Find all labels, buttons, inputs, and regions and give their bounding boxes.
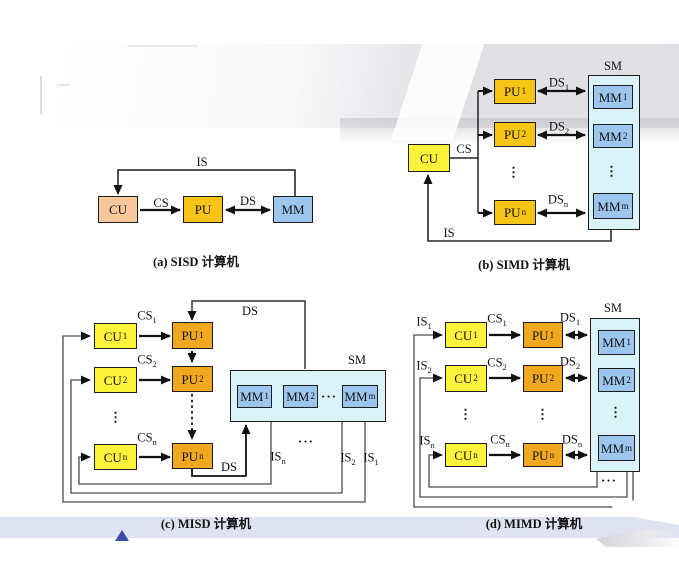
simd-is-label: IS	[443, 225, 455, 240]
sisd-mm-box: MM	[273, 196, 313, 223]
misd-cu-ellipsis: ⋮	[109, 409, 123, 425]
simd-sm-label: SM	[603, 58, 623, 73]
simd-cu-box: CU	[408, 144, 450, 172]
mimd-csn-label: CSn	[490, 432, 510, 449]
misd-ds-bottom-line	[191, 424, 251, 477]
misd-caption: (c) MISD 计算机	[160, 516, 252, 531]
simd-is-line	[423, 174, 612, 242]
misd-wires	[62, 300, 366, 503]
mimd-pu-ellipsis: ⋮	[536, 406, 550, 422]
misd-isn-label: ISn	[270, 449, 286, 466]
misd-is-ellipsis: ···	[297, 433, 315, 449]
sisd-pu-box: PU	[183, 196, 223, 223]
misd-mm-ellipsis: ···	[320, 388, 338, 404]
mimd-mm-ellipsis: ⋮	[609, 404, 623, 420]
sisd-cu-box: CU	[98, 196, 138, 223]
mimd-is-ellipsis: ···	[600, 472, 618, 488]
sisd-wires	[113, 169, 296, 215]
misd-csn-label: CSn	[137, 430, 157, 447]
footer-triangle-icon	[115, 530, 129, 541]
mimd-cu-ellipsis: ⋮	[459, 406, 473, 422]
mimd-ds1-label: DS1	[559, 310, 581, 327]
mimd-is2-loop	[419, 373, 628, 498]
simd-caption: (b) SIMD 计算机	[478, 257, 570, 272]
mimd-isn-loop	[428, 450, 598, 488]
mimd-caption: (d) MIMD 计算机	[485, 516, 583, 531]
simd-mm-ellipsis: ⋮	[605, 163, 619, 179]
misd-cs1-label: CS1	[137, 308, 157, 325]
sisd-caption: (a) SISD 计算机	[152, 254, 240, 269]
simd-pu-ellipsis: ⋮	[507, 164, 521, 180]
misd-sm-label: SM	[347, 352, 367, 367]
misd-ds-bottom-label: DS	[221, 459, 237, 474]
mimd-is1-loop	[413, 330, 634, 508]
mimd-isn-label: ISn	[419, 433, 435, 450]
misd-isn-loop	[78, 422, 272, 485]
sisd-ds-label: DS	[240, 193, 256, 208]
mimd-ds2-label: DS2	[559, 354, 581, 371]
misd-is2-label: IS2	[340, 450, 356, 467]
mimd-is2-label: IS2	[416, 358, 432, 375]
misd-ds-top-line	[187, 300, 306, 369]
misd-is1-label: IS1	[363, 450, 379, 467]
mimd-sm-label: SM	[603, 300, 623, 315]
mimd-cs1-label: CS1	[487, 311, 507, 328]
simd-ds1-label: DS1	[548, 75, 570, 92]
simd-ds2-label: DS2	[548, 119, 570, 136]
simd-cs-label: CS	[456, 141, 472, 156]
footer-band	[0, 517, 679, 538]
sisd-is-label: IS	[196, 154, 208, 169]
mimd-is1-label: IS1	[416, 314, 432, 331]
misd-cs2-label: CS2	[137, 352, 157, 369]
sisd-cs-label: CS	[153, 195, 169, 210]
mimd-cs2-label: CS2	[487, 355, 507, 372]
misd-is1-loop	[62, 331, 366, 503]
sisd-is-line	[113, 169, 296, 196]
mimd-dsn-label: DSn	[561, 432, 583, 449]
mimd-wires	[413, 330, 634, 508]
misd-is2-loop	[70, 375, 343, 494]
misd-ds-top-label: DS	[242, 303, 258, 318]
simd-dsn-label: DSn	[547, 192, 569, 209]
